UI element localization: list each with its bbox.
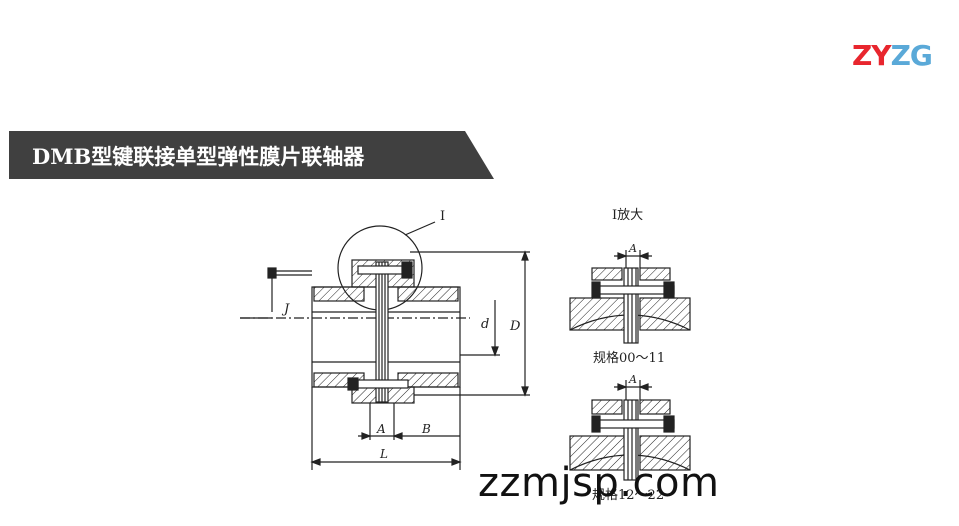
nut-top (401, 261, 413, 279)
detail-top-dim-a: A (628, 242, 637, 255)
title-banner (9, 131, 494, 179)
dim-label-d-large: D (509, 319, 521, 334)
caption-sizes-12-22: 规格12～22 (592, 487, 664, 503)
dim-label-j: J (281, 302, 290, 317)
dim-label-d-small: d (481, 317, 489, 332)
hub-wall-top-left (313, 286, 365, 302)
main-view (240, 221, 530, 470)
bolt-top (357, 265, 409, 275)
bolt-bottom (357, 379, 409, 389)
detail-marker-label: I (440, 209, 445, 224)
caption-sizes-00-11: 规格00～11 (593, 350, 665, 366)
loose-bolt-head (267, 267, 277, 279)
hub-wall-top-right (397, 286, 459, 302)
detail-bottom-dim-a: A (628, 373, 637, 386)
logo-part-zy: ZY (852, 39, 892, 72)
watermark: zzmjsp.com (478, 460, 720, 506)
logo-part-zg: ZG (890, 39, 933, 72)
nut-bottom (347, 377, 359, 391)
dim-label-l: L (379, 447, 388, 461)
leader-line-i (404, 221, 436, 236)
dim-label-b: B (421, 422, 431, 436)
dim-label-a: A (376, 422, 386, 436)
detail-title: I放大 (612, 208, 643, 223)
detail-view-bottom (569, 380, 691, 481)
brand-logo: ZYZG (852, 39, 933, 72)
page-title: DMB型键联接单型弹性膜片联轴器 (32, 144, 365, 169)
detail-view-top (569, 250, 691, 344)
